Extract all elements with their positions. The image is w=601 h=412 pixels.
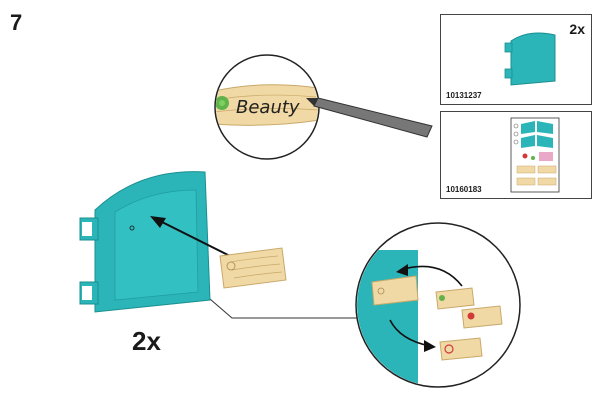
part-number: 10160183 [446, 185, 482, 194]
wooden-plate [219, 247, 287, 289]
quantity-label: 2x [132, 326, 161, 356]
placement-arrow [150, 216, 231, 257]
door-panel [79, 171, 211, 313]
parts-box-stickers: 10160183 [440, 111, 592, 199]
part-number: 10131237 [446, 91, 482, 100]
sticker-magnifier: Beauty [214, 54, 433, 160]
sticker-sheet-icon [510, 117, 560, 193]
door-part-icon [504, 32, 556, 86]
parts-box-door: 2x 10131237 [440, 14, 592, 105]
part-count: 2x [569, 21, 585, 37]
beauty-label: Beauty [236, 97, 300, 118]
step-number: 7 [10, 10, 23, 35]
detail-magnifier [355, 222, 521, 388]
